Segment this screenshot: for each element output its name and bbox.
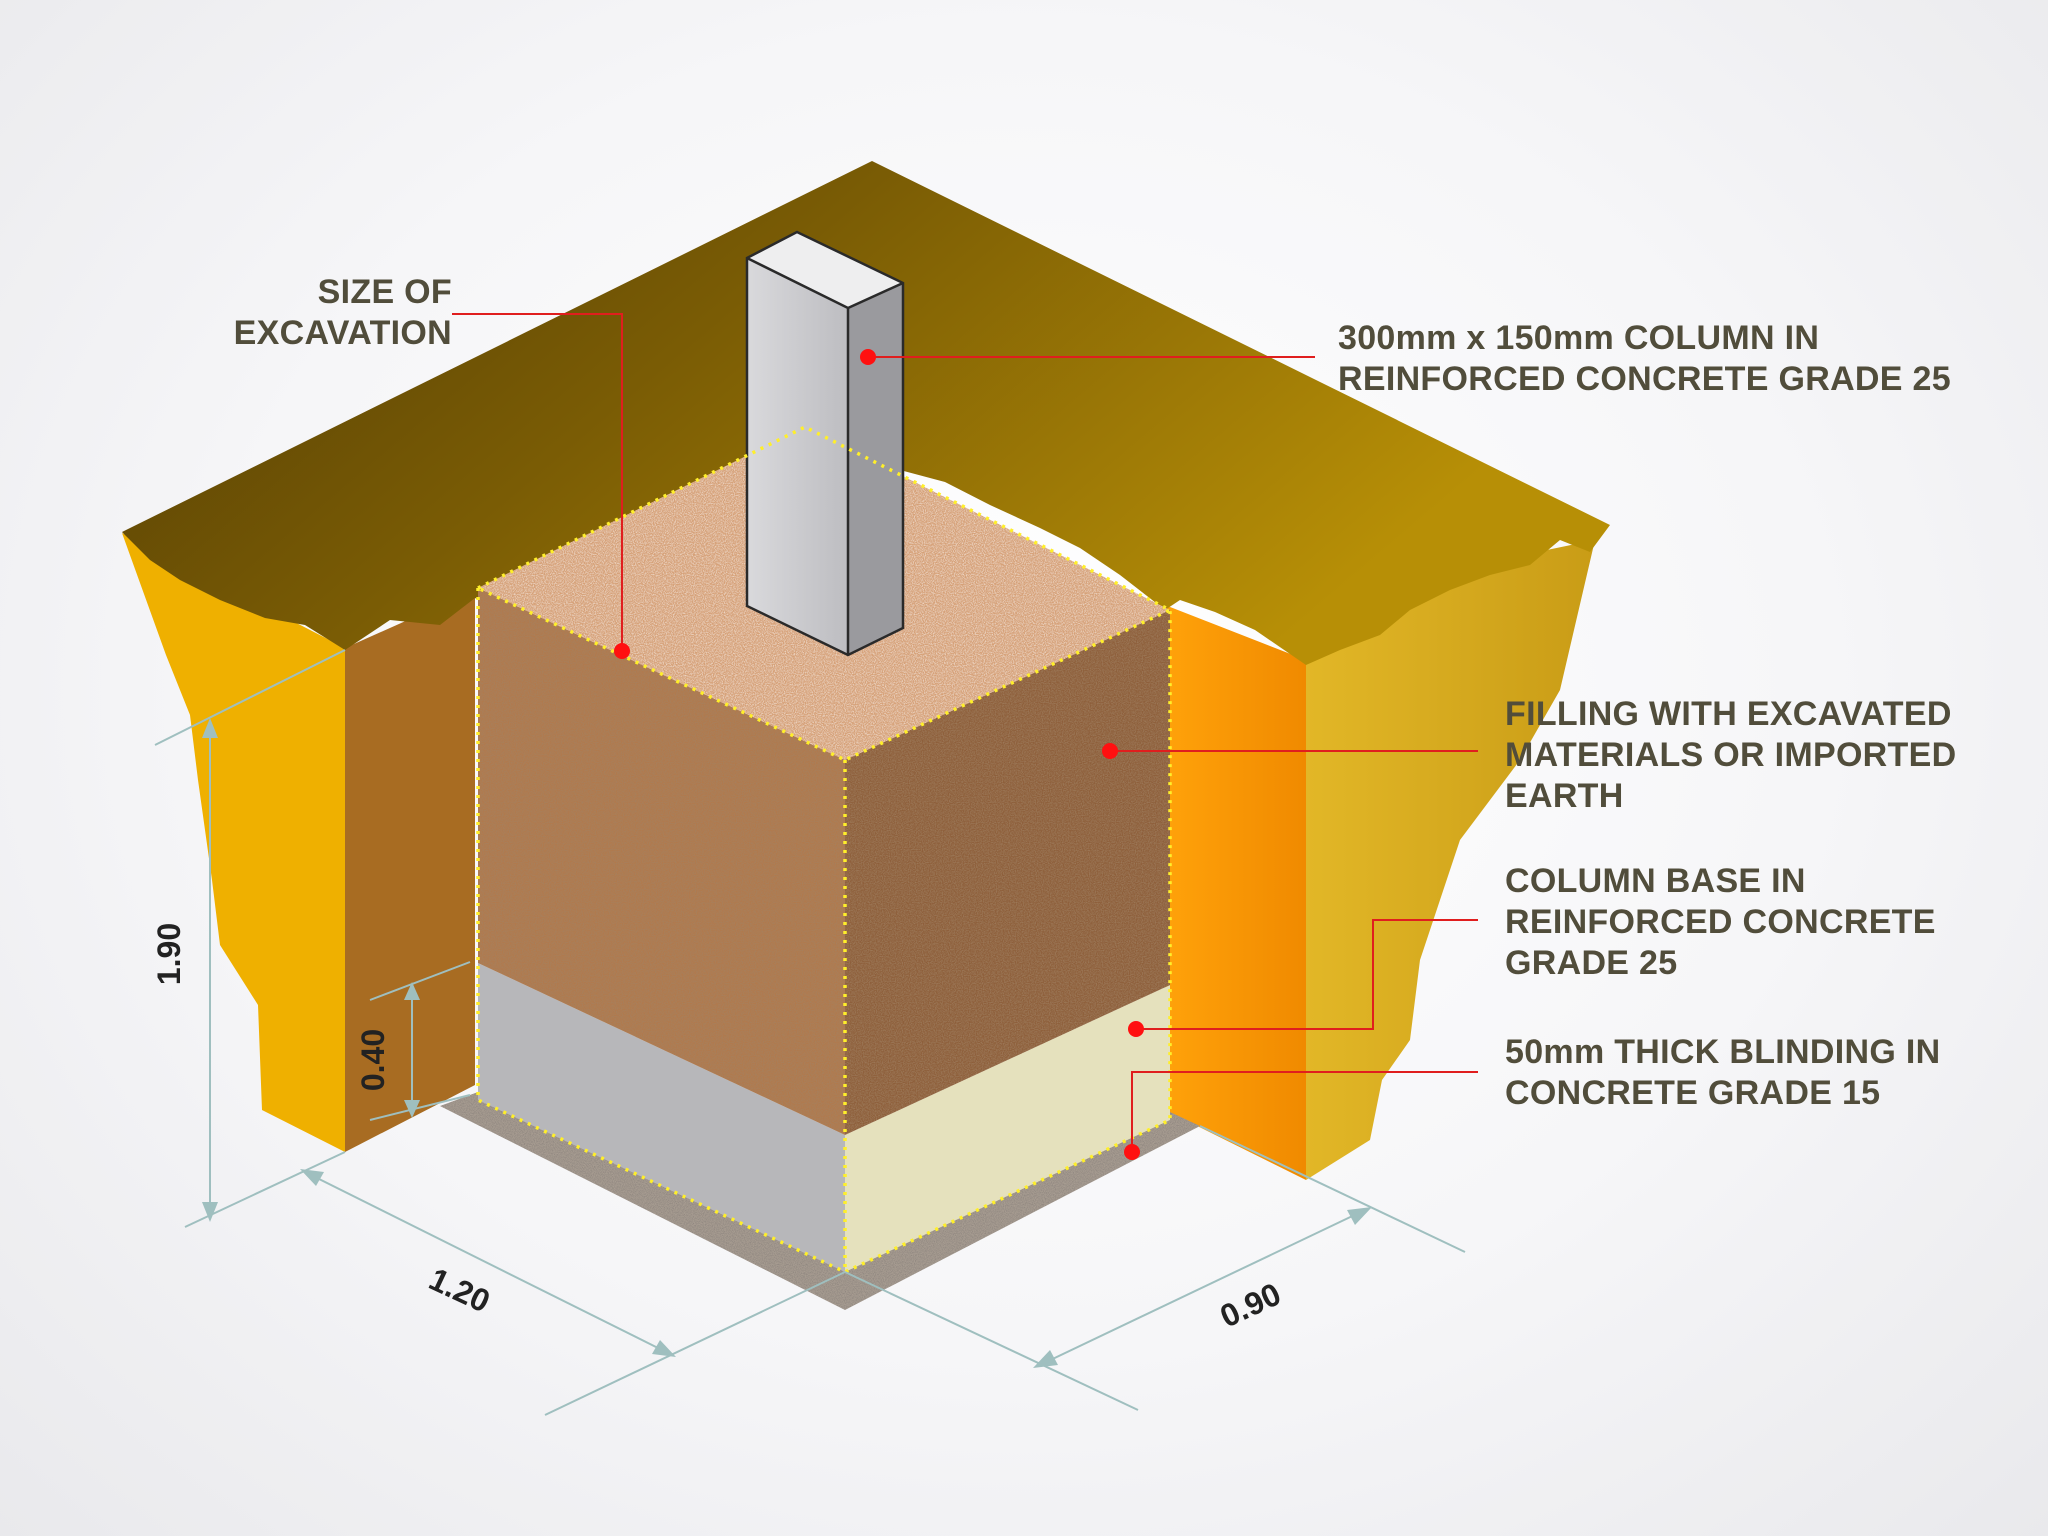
leader-dot-blinding [1124, 1144, 1140, 1160]
leader-column-base [1136, 919, 1478, 1030]
ground-wall-right [1306, 540, 1595, 1180]
dimension-lines [154, 649, 1466, 1416]
column-top [747, 232, 903, 308]
pit-wall-right [1165, 605, 1306, 1180]
dim-line-length [1039, 1209, 1366, 1366]
fill-side-face [845, 610, 1170, 1135]
column-base-side [845, 985, 1170, 1272]
column-base-front [478, 963, 845, 1272]
dim-length-label: 0.90 [1215, 1276, 1287, 1335]
column-front [747, 258, 848, 655]
ground-wall-left [122, 533, 345, 1152]
dim-width-label: 1.20 [424, 1261, 496, 1320]
pit-wall-left [345, 590, 475, 1152]
leader-dot-filling [1102, 743, 1118, 759]
leader-excavation [452, 313, 623, 651]
leader-dot-column [860, 349, 876, 365]
dim-depth-label: 1.90 [151, 923, 187, 985]
label-blinding: 50mm THICK BLINDING IN CONCRETE GRADE 15 [1505, 1033, 1941, 1112]
label-column: 300mm x 150mm COLUMN IN REINFORCED CONCR… [1338, 319, 1951, 398]
dimension-arrows [202, 718, 1372, 1368]
label-filling: FILLING WITH EXCAVATED MATERIALS OR IMPO… [1505, 695, 1957, 815]
fill-front-face [478, 588, 845, 1135]
column-side [848, 283, 903, 655]
leader-blinding [1131, 1071, 1478, 1152]
dim-base-height-label: 0.40 [355, 1029, 391, 1091]
leader-dots [614, 349, 1144, 1160]
dim-line-width [304, 1171, 673, 1356]
label-size-of-excavation: SIZE OF EXCAVATION [233, 273, 452, 352]
label-column-base: COLUMN BASE IN REINFORCED CONCRETE GRADE… [1505, 862, 1936, 982]
leader-dot-column-base [1128, 1021, 1144, 1037]
leader-dot-excavation [614, 643, 630, 659]
column-outline [745, 230, 905, 657]
leader-lines [452, 313, 1478, 1152]
